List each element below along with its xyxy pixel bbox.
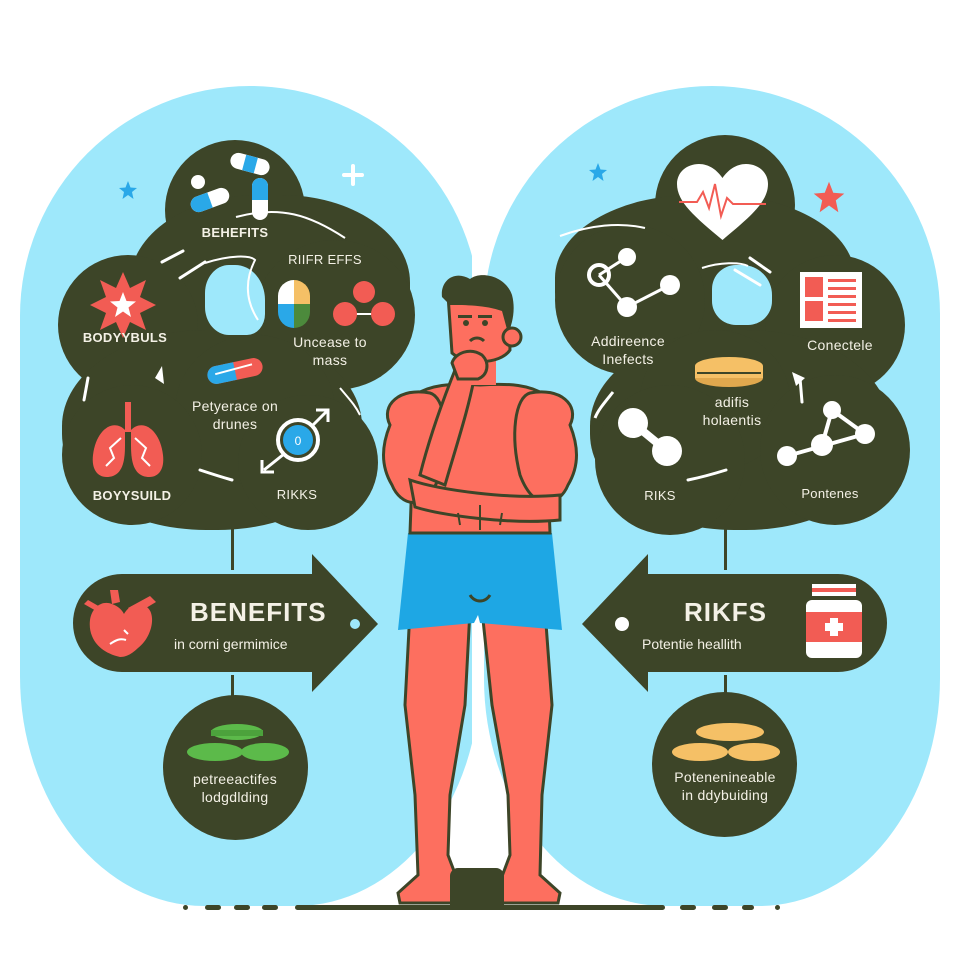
bubble-bottom-left — [163, 695, 308, 840]
risks-title: RIKFS — [684, 597, 767, 627]
blue-star-icon — [589, 163, 607, 181]
label-adifis: adifis holaentis — [672, 393, 792, 429]
label-line-2: Inefects — [602, 351, 654, 367]
label-riks: RIKS — [644, 488, 676, 503]
connector-right-top — [724, 510, 727, 570]
thinking-man-figure — [382, 275, 578, 905]
document-icon — [800, 272, 862, 328]
label-line-1: Addireence — [591, 333, 665, 349]
starburst-icon — [90, 272, 156, 338]
ground-line — [295, 905, 665, 910]
label-bottom-left: petreeactifes lodgdlding — [172, 770, 298, 806]
label-increase-mass: Uncease to mass — [270, 333, 390, 369]
blue-star-icon — [119, 181, 137, 199]
ground-dot — [775, 905, 780, 910]
label-line-2: in ddybuiding — [681, 787, 769, 803]
benefits-title: BENEFITS — [190, 597, 327, 627]
badge-zero: 0 — [295, 434, 302, 448]
label-side-effects-title: RIIFR EFFS — [288, 252, 362, 267]
ground-dash — [262, 905, 278, 910]
label-line-1: Potenenineable — [674, 769, 776, 785]
green-tablets-icon — [187, 724, 289, 761]
bubble-bottom-right — [652, 692, 797, 837]
ground-dash — [742, 905, 754, 910]
plus-sparkle-icon — [342, 164, 364, 186]
label-dependence: Petyerace on drunes — [170, 397, 300, 433]
ground-dash — [680, 905, 696, 910]
label-adherence: Addireence Inefects — [568, 332, 688, 368]
ground-dot — [183, 905, 188, 910]
label-behefits: BEHEFITS — [201, 225, 269, 240]
medicine-bottle-icon — [806, 584, 862, 658]
heartbeat-icon — [677, 164, 768, 240]
ground-dash — [234, 905, 250, 910]
pill-icon — [207, 358, 263, 384]
connector-left-bottom — [231, 675, 234, 705]
label-boyysuild: BOYYSUILD — [92, 488, 172, 503]
flow-arrows — [559, 224, 805, 482]
tablets-icon — [695, 357, 763, 387]
capsules-icon — [190, 152, 270, 220]
label-bodyybuls: BODYYBULS — [82, 330, 168, 345]
label-rikks: RIKKS — [276, 487, 318, 502]
label-line-2: drunes — [212, 416, 258, 432]
label-line-1: Uncease to — [293, 334, 367, 350]
label-bottom-right: Potenenineable in ddybuiding — [650, 768, 800, 804]
label-line-2: holaentis — [702, 412, 762, 428]
connector-left-top — [231, 510, 234, 570]
male-symbol-icon: 0 — [260, 408, 330, 474]
risks-subtitle: Potentie heallith — [642, 636, 742, 652]
lungs-icon — [92, 402, 164, 478]
label-conectele: Conectele — [807, 337, 873, 353]
pedestal-base — [450, 868, 504, 910]
label-line-2: mass — [312, 352, 348, 368]
heart-organ-icon — [84, 590, 156, 657]
label-line-2: lodgdlding — [201, 789, 269, 805]
ground-dash — [205, 905, 221, 910]
connector-right-bottom — [724, 675, 727, 705]
label-line-1: petreeactifes — [192, 771, 278, 787]
dumbbell-molecule-icon — [618, 408, 682, 466]
network-icon — [587, 248, 680, 317]
right-arrow-shape — [73, 554, 378, 692]
label-line-1: adifis — [714, 394, 750, 410]
molecule-icon — [333, 281, 395, 326]
label-pontenes: Pontenes — [801, 486, 859, 501]
ground-dash — [712, 905, 728, 910]
triangle-molecule-icon — [777, 401, 875, 466]
cluster-gap — [205, 265, 265, 335]
capsule-icon — [278, 280, 310, 328]
tan-tablets-icon — [672, 723, 780, 761]
flow-arrows — [82, 210, 361, 482]
red-star-icon — [813, 181, 845, 213]
benefits-subtitle: in corni germimice — [174, 636, 288, 652]
label-line-1: Petyerace on — [191, 398, 279, 414]
